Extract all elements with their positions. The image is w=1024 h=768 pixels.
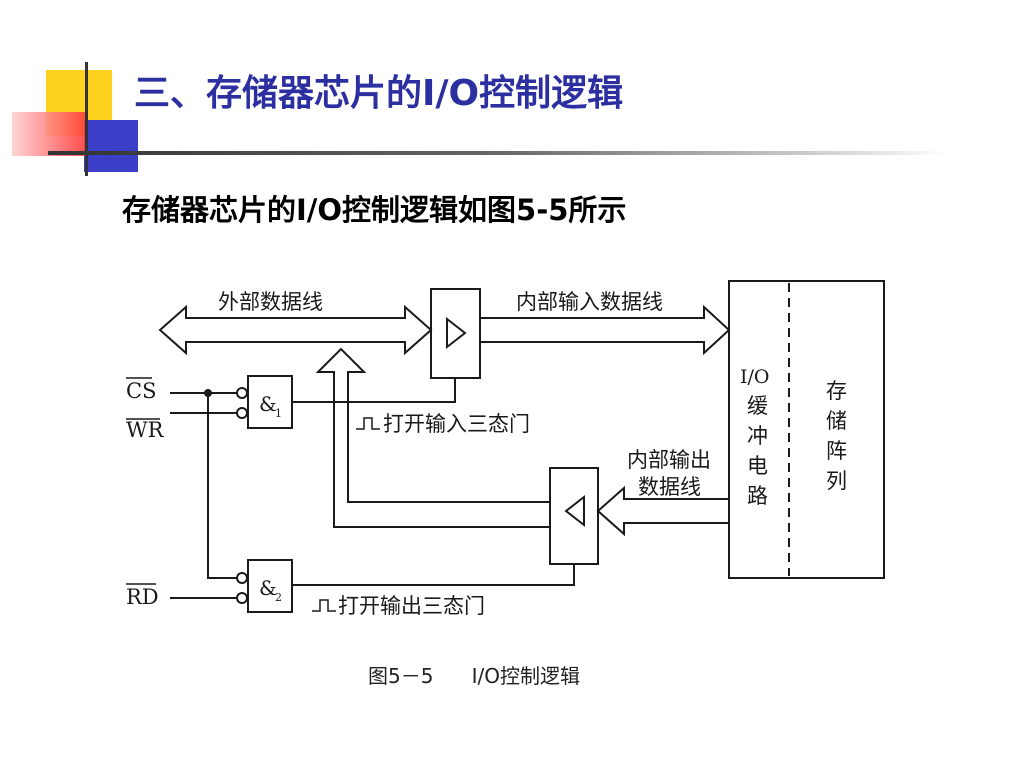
gate1-cs-bubble (236, 387, 248, 399)
cs-branch-wire (207, 393, 237, 579)
rd-label: RD (126, 585, 159, 609)
io-buffer-label-io: I/O (740, 366, 769, 388)
internal-output-bus-arrow (596, 485, 730, 537)
memory-array-label-4: 列 (826, 469, 847, 493)
io-buffer-label-4: 电 (747, 454, 768, 478)
memory-array-label-3: 阵 (826, 439, 847, 463)
memory-array-label-1: 存 (826, 379, 847, 403)
gate2-symbol: & (259, 576, 277, 600)
internal-input-bus-label: 内部输入数据线 (516, 290, 663, 314)
gate1-subscript: 1 (275, 407, 282, 420)
external-bus-label: 外部数据线 (218, 290, 323, 314)
cs-junction-dot (204, 389, 212, 397)
memory-array-label-2: 储 (826, 409, 847, 433)
gate1-wr-bubble (236, 407, 248, 419)
gate2-cs-bubble (236, 572, 248, 584)
figure-caption: 图5－5 I/O控制逻辑 (368, 664, 580, 688)
deco-blue-square (84, 120, 138, 172)
gate1-symbol: & (259, 392, 277, 416)
deco-horizontal-line (48, 151, 948, 155)
pulse-icon-output (312, 599, 336, 612)
deco-vertical-line (85, 62, 88, 176)
slide-subtitle: 存储器芯片的I/O控制逻辑如图5-5所示 (122, 193, 627, 227)
gate2-subscript: 2 (275, 591, 282, 604)
open-output-gate-label: 打开输出三态门 (338, 594, 485, 618)
io-buffer-label-5: 路 (747, 484, 768, 508)
gate1-output-wire (292, 378, 456, 403)
internal-output-bus-label-1: 内部输出 (627, 448, 711, 472)
memory-chip-box (728, 280, 885, 579)
gate2-output-wire (292, 564, 575, 586)
pulse-icon-input (356, 417, 380, 430)
wr-label: WR (126, 418, 165, 442)
io-buffer-label-2: 缓 (747, 394, 768, 418)
input-buffer-triangle (446, 316, 467, 350)
output-return-path-arrow (315, 347, 551, 528)
deco-red-square (12, 112, 86, 156)
internal-output-bus-label-2: 数据线 (638, 475, 701, 499)
output-buffer-triangle (564, 494, 585, 528)
cs-label: CS (126, 379, 156, 403)
open-input-gate-label: 打开输入三态门 (383, 412, 530, 436)
input-tristate-buffer (430, 288, 481, 379)
gate2-rd-bubble (236, 592, 248, 604)
internal-input-bus-arrow (479, 304, 731, 356)
io-buffer-label-3: 冲 (747, 424, 768, 448)
slide-title: 三、存储器芯片的I/O控制逻辑 (134, 73, 624, 114)
